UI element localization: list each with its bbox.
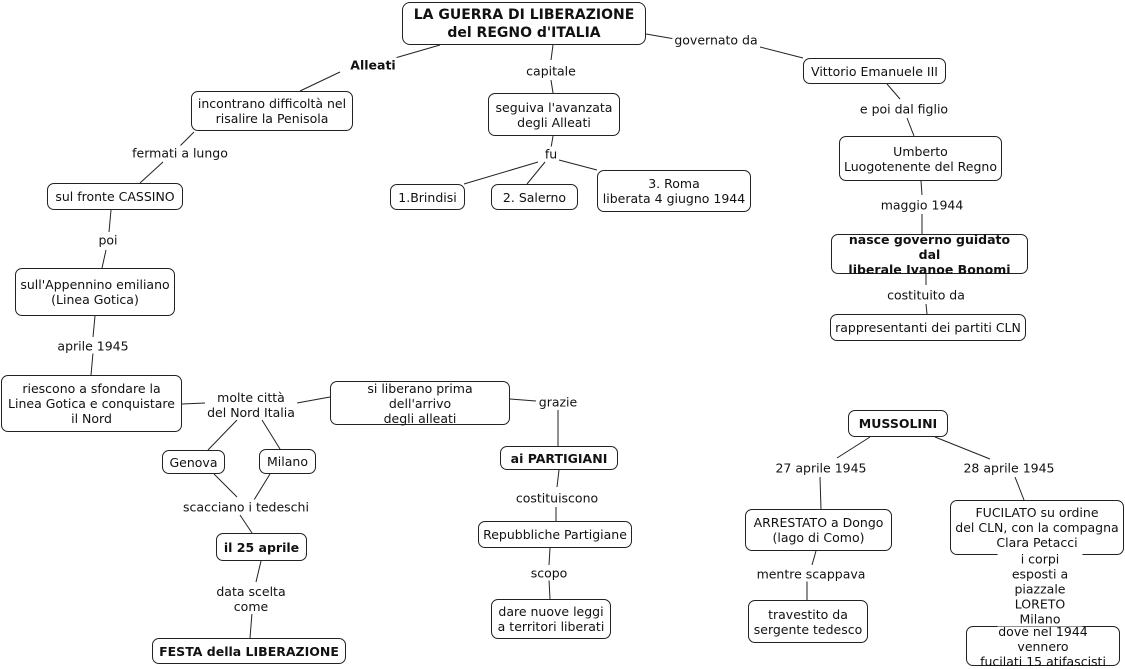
label-alleati: Alleati [348, 57, 398, 73]
node-si-liberano[interactable]: si liberano prima dell'arrivo degli alle… [330, 381, 510, 426]
label-grazie: grazie [536, 394, 580, 410]
label-e-poi-dal-figlio: e poi dal figlio [857, 101, 951, 117]
node-25-aprile[interactable]: il 25 aprile [216, 533, 307, 561]
label-scopo: scopo [528, 565, 570, 581]
label-corpi-esposti: i corpi esposti a piazzale LORETO Milano [997, 551, 1083, 627]
label-aprile-1945: aprile 1945 [55, 338, 131, 354]
label-27-aprile-1945: 27 aprile 1945 [773, 460, 869, 476]
label-molte-citta: molte città del Nord Italia [205, 390, 297, 420]
node-salerno[interactable]: 2. Salerno [491, 184, 578, 210]
label-costituito-da: costituito da [885, 287, 967, 303]
label-poi: poi [96, 232, 120, 248]
node-fronte-cassino[interactable]: sul fronte CASSINO [47, 183, 183, 210]
node-mussolini[interactable]: MUSSOLINI [848, 410, 948, 437]
node-seguiva-avanzata[interactable]: seguiva l'avanzata degli Alleati [488, 93, 620, 136]
node-umberto[interactable]: Umberto Luogotenente del Regno [839, 136, 1002, 181]
node-roma[interactable]: 3. Roma liberata 4 giugno 1944 [597, 170, 751, 212]
node-brindisi[interactable]: 1.Brindisi [390, 184, 465, 210]
label-mentre-scappava: mentre scappava [754, 566, 868, 582]
node-ai-partigiani[interactable]: ai PARTIGIANI [500, 446, 618, 470]
label-maggio-1944: maggio 1944 [878, 197, 966, 213]
node-governo-bonomi[interactable]: nasce governo guidato dal liberale Ivano… [831, 232, 1028, 277]
node-appennino-emiliano[interactable]: sull'Appennino emiliano (Linea Gotica) [15, 268, 175, 316]
node-travestito[interactable]: travestito da sergente tedesco [748, 600, 868, 643]
node-repubbliche-partigiane[interactable]: Repubbliche Partigiane [478, 521, 632, 548]
label-28-aprile-1945: 28 aprile 1945 [961, 460, 1057, 476]
node-incontrano-difficolta[interactable]: incontrano difficoltà nel risalire la Pe… [191, 91, 353, 131]
node-vittorio-emanuele[interactable]: Vittorio Emanuele III [803, 58, 946, 84]
node-milano[interactable]: Milano [259, 449, 316, 474]
node-arrestato-dongo[interactable]: ARRESTATO a Dongo (lago di Como) [745, 509, 892, 551]
label-scacciano-i-tedeschi: scacciano i tedeschi [181, 499, 311, 515]
main-title-node[interactable]: LA GUERRA DI LIBERAZIONE del REGNO d'ITA… [402, 2, 646, 45]
node-sfondare-linea-gotica[interactable]: riescono a sfondare la Linea Gotica e co… [1, 375, 182, 432]
node-rappresentanti-cln[interactable]: rappresentanti dei partiti CLN [830, 314, 1026, 341]
label-governato-da: governato da [672, 32, 760, 48]
node-dove-fucilati[interactable]: dove nel 1944 vennero fucilati 15 atifas… [966, 624, 1120, 669]
label-capitale: capitale [524, 63, 578, 79]
label-costituiscono: costituiscono [513, 490, 601, 506]
label-fermati-a-lungo: fermati a lungo [130, 145, 230, 161]
node-dare-nuove-leggi[interactable]: dare nuove leggi a territori liberati [491, 599, 611, 639]
node-festa-liberazione[interactable]: FESTA della LIBERAZIONE [152, 638, 346, 664]
label-fu: fu [542, 146, 560, 162]
label-data-scelta-come: data scelta come [214, 584, 288, 614]
node-fucilato[interactable]: FUCILATO su ordine del CLN, con la compa… [950, 500, 1124, 555]
node-genova[interactable]: Genova [162, 450, 225, 474]
